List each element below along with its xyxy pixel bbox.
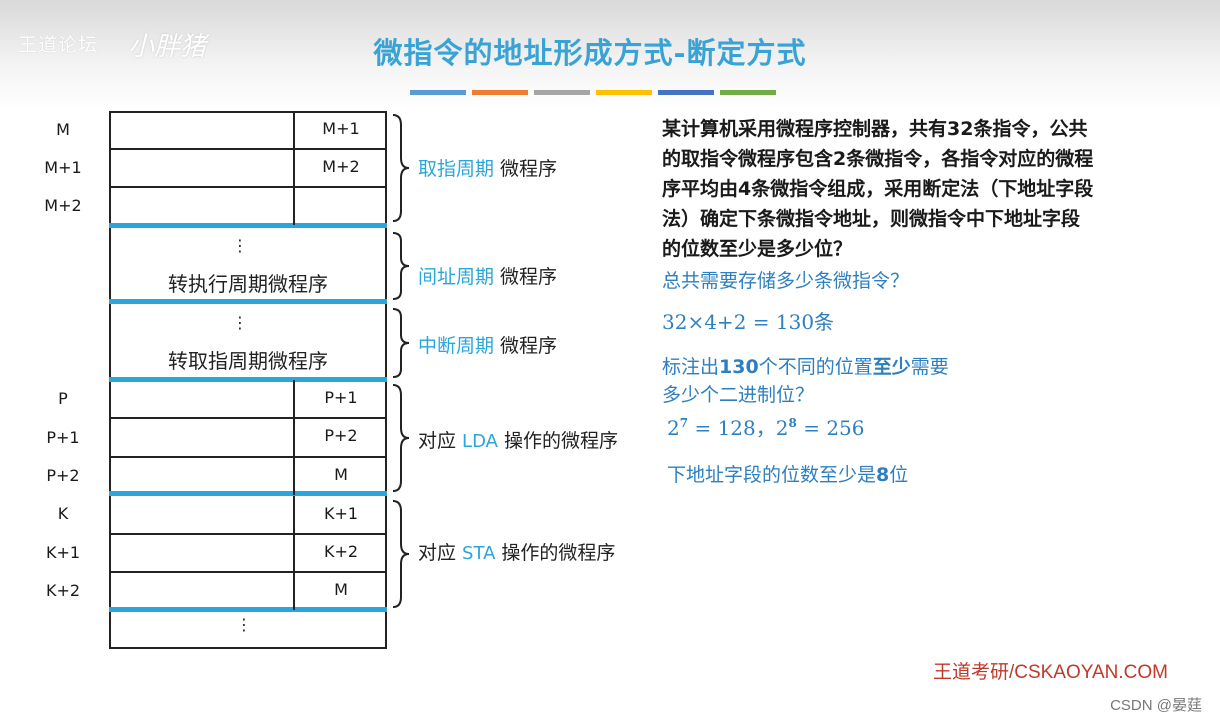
microprogram-boundary [109,223,387,228]
next-addr-cell: M [293,457,387,495]
power-base: 2 [667,416,680,440]
brace-lda [392,384,410,492]
next-addr-cell: P+2 [293,418,387,456]
power-value: = 256 [796,416,865,440]
label-indirect-cycle: 间址周期 微程序 [418,262,557,289]
sta-instruction: STA [462,543,496,564]
microprogram-boundary [109,607,387,612]
calc-count: 32×4+2 = 130条 [662,310,835,334]
microprogram-word: 微程序 [494,335,558,357]
color-bar-3 [534,90,590,95]
ellipsis-dots: ⋮ [232,313,248,332]
row-divider [109,456,387,458]
footer-brand: 王道考研/CSKAOYAN.COM [932,662,1168,683]
indirect-cycle-term: 间址周期 [418,266,495,288]
next-addr-cell: K+2 [293,534,387,572]
text-part: 下地址字段的位数至少是 [667,464,877,486]
label-prefix: 对应 [418,542,463,564]
color-bar-4 [596,90,652,95]
footer-credit: CSDN @晏莛 [1110,697,1202,714]
addr-label-p: P [58,389,68,408]
label-fetch-cycle: 取指周期 微程序 [418,154,557,181]
next-addr-cell: M [293,572,387,610]
row-divider [109,533,387,535]
row-divider [109,417,387,419]
microprogram-boundary [109,491,387,496]
next-addr-cell: P+1 [293,380,387,418]
microprogram-word: 微程序 [494,158,558,180]
addr-label-p1: P+1 [46,428,80,447]
addr-label-m1: M+1 [44,158,82,177]
conclusion: 下地址字段的位数至少是8位 [667,460,908,487]
color-bar-2 [472,90,528,95]
power-exponent: 8 [788,416,797,430]
label-suffix: 操作的微程序 [495,542,616,564]
next-addr-cell: M+1 [293,111,387,149]
label-sta-microprogram: 对应 STA 操作的微程序 [418,538,615,565]
lda-instruction: LDA [462,431,498,452]
addr-label-k2: K+2 [45,581,81,600]
ellipsis-dots: ⋮ [232,236,248,255]
addr-label-m: M [56,120,70,139]
forum-logo: 王道论坛 [18,34,99,56]
microprogram-boundary [109,377,387,382]
text-part: 需要 [910,356,949,378]
question-line: 的取指令微程序包含2条微指令，各指令对应的微程 [662,148,1094,170]
ellipsis-dots: ⋮ [236,615,252,634]
row-divider [109,571,387,573]
text-part: 个不同的位置 [758,356,873,378]
brace-interrupt [392,308,410,378]
sub-question-bits-line1: 标注出130个不同的位置至少需要 [662,352,949,379]
text-part: 位 [889,464,909,486]
power-base: 2 [775,416,789,440]
color-bar-5 [658,90,714,95]
microprogram-boundary [109,299,387,304]
sub-question-count: 总共需要存储多少条微指令？ [662,270,910,292]
bold-number: 8 [876,464,890,486]
label-prefix: 对应 [418,430,463,452]
goto-fetch-microprogram: 转取指周期微程序 [168,349,328,373]
brace-fetch [392,114,410,222]
question-line: 序平均由4条微指令组成，采用断定法（下地址字段 [662,178,1094,200]
next-addr-cell [293,187,387,225]
question-line: 法）确定下条微指令地址，则微指令中下地址字段 [662,208,1081,230]
label-lda-microprogram: 对应 LDA 操作的微程序 [418,426,618,453]
label-interrupt-cycle: 中断周期 微程序 [418,331,557,358]
power-exponent: 7 [679,416,689,430]
bold-text: 至少 [872,356,911,378]
question-line: 的位数至少是多少位？ [662,238,853,260]
text-part: 标注出 [662,356,720,378]
next-addr-cell: M+2 [293,149,387,187]
microprogram-word: 微程序 [494,266,558,288]
label-suffix: 操作的微程序 [497,430,618,452]
row-divider [109,148,387,150]
question-line: 某计算机采用微程序控制器，共有32条指令，公共 [662,118,1088,140]
brace-indirect [392,232,410,300]
power-value: = 128， [688,416,776,440]
fetch-cycle-term: 取指周期 [418,158,495,180]
addr-label-k: K [57,504,69,523]
row-divider [109,186,387,188]
color-bar-6 [720,90,776,95]
color-bar-1 [410,90,466,95]
addr-label-m2: M+2 [44,196,82,215]
addr-label-k1: K+1 [45,543,81,562]
addr-label-p2: P+2 [46,466,80,485]
bold-number: 130 [719,356,759,378]
power-calc: 27 = 128，28 = 256 [667,412,865,441]
question-text: 某计算机采用微程序控制器，共有32条指令，公共 的取指令微程序包含2条微指令，各… [662,114,1192,264]
sub-question-bits-line2: 多少个二进制位？ [662,384,815,406]
slide-title: 微指令的地址形成方式-断定方式 [373,36,807,70]
interrupt-cycle-term: 中断周期 [418,335,495,357]
goto-execute-microprogram: 转执行周期微程序 [168,272,328,296]
forum-logo-art: 小胖猪 [128,32,207,62]
brace-sta [392,500,410,608]
next-addr-cell: K+1 [293,496,387,534]
